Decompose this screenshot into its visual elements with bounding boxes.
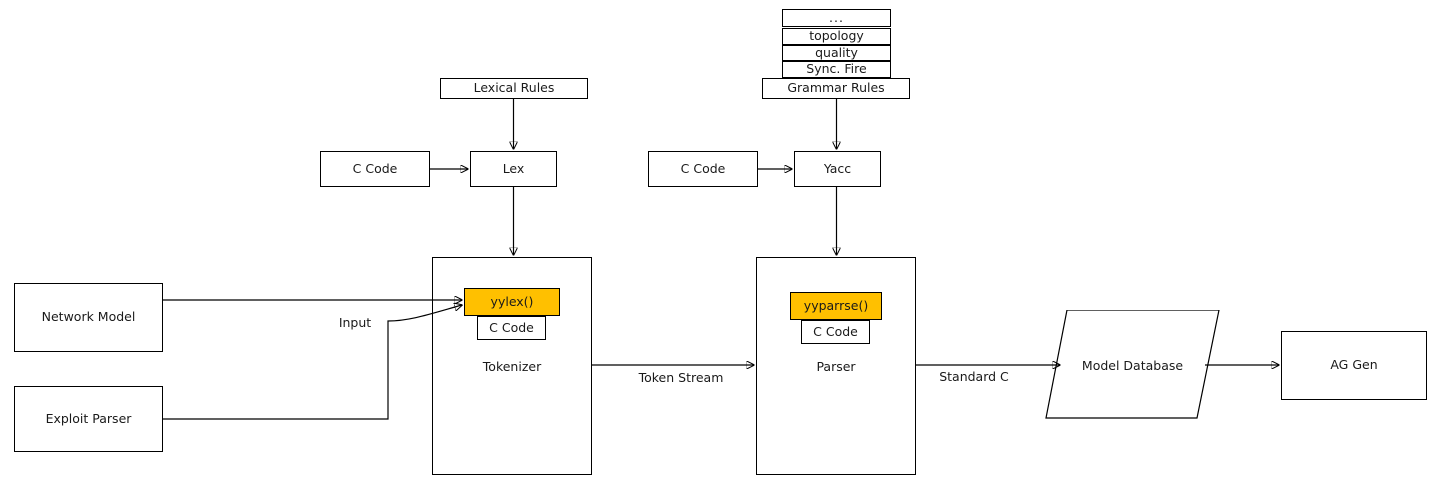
grammar-stack-item-1: topology — [782, 28, 891, 45]
yylex-c-code-box[interactable]: C Code — [477, 316, 546, 340]
ag-gen-box[interactable]: AG Gen — [1281, 331, 1427, 400]
parser-label: Parser — [816, 359, 856, 374]
lex-label: Lex — [502, 160, 525, 176]
grammar-rules-label: Grammar Rules — [787, 80, 885, 96]
token-stream-edge-label: Token Stream — [638, 370, 724, 385]
grammar-stack-item-3-label: Sync. Fire — [806, 61, 867, 77]
input-edge-label: Input — [338, 315, 372, 330]
yacc-c-code-box[interactable]: C Code — [648, 151, 758, 187]
model-database-outline — [1045, 310, 1220, 419]
yylex-c-code-label: C Code — [489, 319, 534, 335]
grammar-stack-item-2-label: quality — [815, 44, 858, 60]
yacc-box[interactable]: Yacc — [794, 151, 881, 187]
grammar-stack-item-1-label: topology — [809, 28, 864, 44]
yylex-box[interactable]: yylex() — [464, 288, 560, 316]
grammar-rules-box[interactable]: Grammar Rules — [762, 78, 910, 99]
yyparse-c-code-box[interactable]: C Code — [801, 320, 870, 344]
model-database-shape[interactable]: Model Database — [1045, 310, 1220, 420]
network-model-label: Network Model — [41, 309, 136, 325]
grammar-stack-item-0-label: ... — [829, 9, 844, 25]
network-model-box[interactable]: Network Model — [14, 283, 163, 352]
yyparse-label: yyparrse() — [803, 297, 869, 313]
lexical-rules-label: Lexical Rules — [473, 80, 555, 96]
lex-box[interactable]: Lex — [470, 151, 557, 187]
standard-c-edge-label: Standard C — [939, 369, 1009, 384]
parser-container[interactable]: Parser — [756, 257, 916, 475]
yacc-c-code-label: C Code — [680, 160, 726, 176]
lex-c-code-box[interactable]: C Code — [320, 151, 430, 187]
grammar-stack-item-0: ... — [782, 9, 891, 27]
grammar-stack-item-3: Sync. Fire — [782, 61, 891, 78]
lexical-rules-box[interactable]: Lexical Rules — [440, 78, 588, 99]
grammar-stack-item-2: quality — [782, 45, 891, 61]
yacc-label: Yacc — [823, 160, 852, 176]
tokenizer-label: Tokenizer — [482, 359, 542, 374]
ag-gen-label: AG Gen — [1330, 357, 1378, 373]
yylex-label: yylex() — [490, 293, 534, 309]
model-database-label: Model Database — [1081, 357, 1184, 373]
yyparse-c-code-label: C Code — [813, 323, 858, 339]
exploit-parser-box[interactable]: Exploit Parser — [14, 386, 163, 452]
yyparse-box[interactable]: yyparrse() — [790, 292, 882, 320]
lex-c-code-label: C Code — [352, 160, 398, 176]
edge-exploit-parser-to-yylex — [163, 305, 462, 420]
exploit-parser-label: Exploit Parser — [45, 410, 132, 426]
